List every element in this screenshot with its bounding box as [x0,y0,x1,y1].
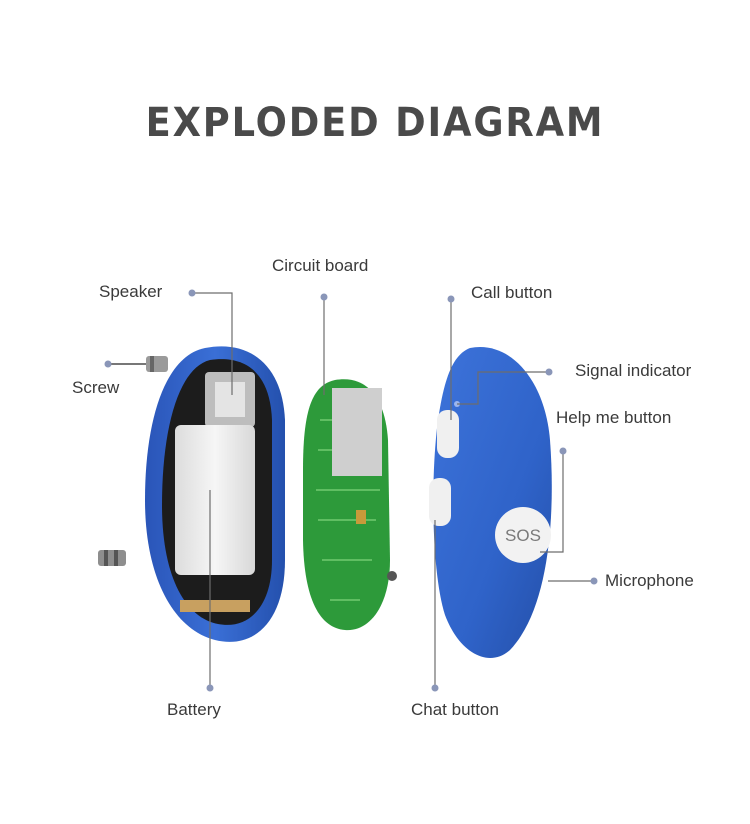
leader-dots [104,289,598,692]
screw-bottom [98,550,126,566]
label-signal-indicator: Signal indicator [575,361,692,380]
label-help-me-button: Help me button [556,408,672,427]
leader-signal-indicator [457,371,549,405]
leader-lines [192,292,594,688]
label-microphone: Microphone [605,571,694,590]
screw-top [108,356,168,372]
label-chat-button: Chat button [411,700,499,719]
leader-help-me-button [540,451,564,553]
leader-speaker [192,292,233,395]
sos-button-label[interactable]: SOS [505,526,541,545]
battery-part [175,425,255,612]
label-call-button: Call button [471,283,553,302]
speaker-part [205,372,255,427]
label-speaker: Speaker [99,282,163,301]
call-button-key[interactable] [437,410,459,458]
label-screw: Screw [72,378,120,397]
chat-button-key[interactable] [429,478,451,526]
front-shell [433,346,552,658]
circuit-board-part [303,379,397,631]
diagram-title: EXPLODED DIAGRAM [145,100,605,146]
label-circuit-board: Circuit board [272,256,369,275]
label-battery: Battery [167,700,221,719]
